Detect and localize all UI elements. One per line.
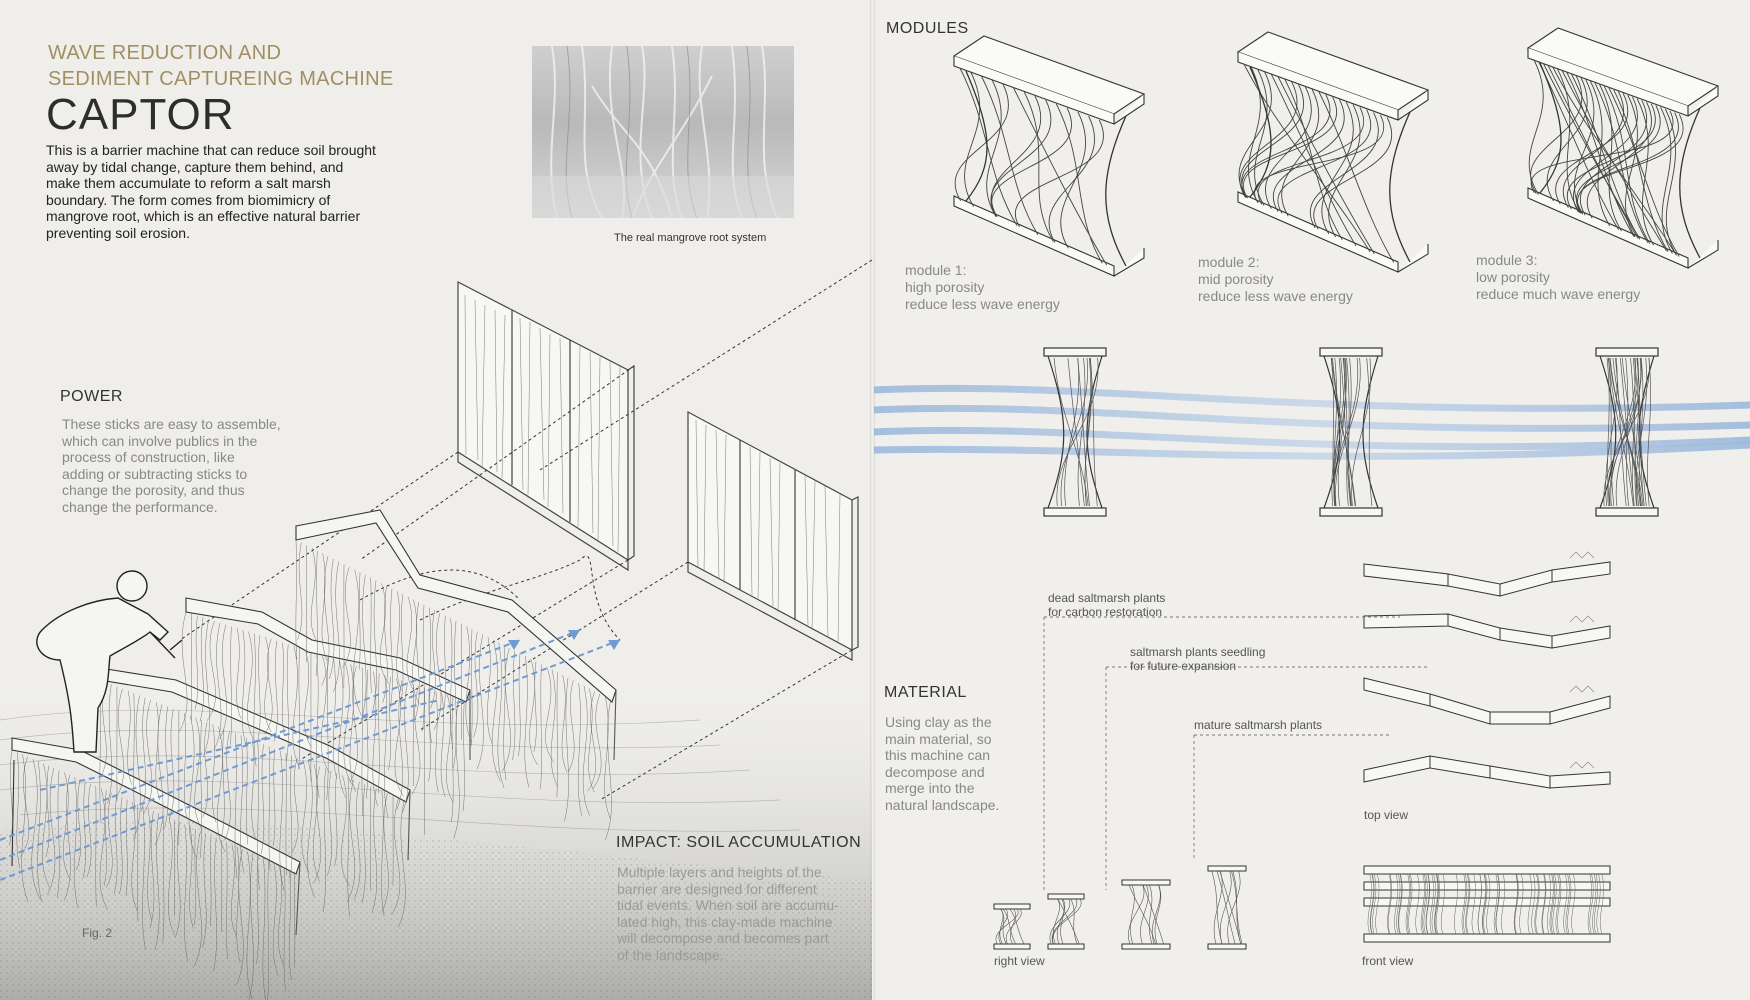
impact-text: Multiple layers and heights of the barri… <box>617 864 839 963</box>
material-text: Using clay as the main material, so this… <box>885 714 1000 813</box>
sand-ground <box>0 670 872 1000</box>
page-fold <box>870 0 875 1000</box>
power-heading: POWER <box>60 388 123 405</box>
front-view-label: front view <box>1362 954 1414 968</box>
power-text: These sticks are easy to assemble, which… <box>62 416 281 515</box>
right-view-module <box>1121 879 1171 950</box>
iso-module <box>952 35 1146 277</box>
plan-modules <box>1043 347 1659 517</box>
right-view-modules <box>993 865 1247 950</box>
plan-module <box>1595 347 1659 517</box>
material-heading: MATERIAL <box>884 684 967 701</box>
iso-module <box>1526 27 1720 269</box>
intro-paragraph: This is a barrier machine that can reduc… <box>46 142 376 241</box>
wave-bands <box>873 384 1750 460</box>
photo-caption: The real mangrove root system <box>614 232 767 244</box>
top-view-label: top view <box>1364 808 1409 822</box>
front-view <box>1363 865 1611 943</box>
modules-heading: MODULES <box>886 20 969 37</box>
plant-leader-lines <box>1043 616 1430 890</box>
ground-barrier-array <box>11 509 617 936</box>
top-view-strips <box>1363 551 1611 789</box>
seedling-label: saltmarsh plants seedling for future exp… <box>1130 645 1266 673</box>
right-view-label: right view <box>994 954 1045 968</box>
iso-module <box>1236 31 1430 273</box>
iso-modules <box>952 27 1720 277</box>
vertical-panel-large <box>457 281 635 572</box>
mangrove-photo <box>532 46 794 218</box>
plan-module <box>1043 347 1107 517</box>
flow-arrowheads <box>508 630 620 650</box>
module-3-label: module 3: low porosity reduce much wave … <box>1476 252 1641 302</box>
vertical-panel-small <box>687 410 859 662</box>
dead-plants-label: dead saltmarsh plants for carbon restora… <box>1048 591 1166 619</box>
plan-module <box>1319 347 1383 517</box>
worker-silhouette <box>36 570 183 753</box>
figure-label: Fig. 2 <box>82 926 113 940</box>
mature-plants-label: mature saltmarsh plants <box>1194 718 1323 732</box>
flow-arrows <box>0 629 621 881</box>
right-view-module <box>993 903 1031 950</box>
impact-heading: IMPACT: SOIL ACCUMULATION <box>616 834 862 851</box>
module-2-label: module 2: mid porosity reduce less wave … <box>1198 254 1353 304</box>
right-view-module <box>1047 893 1085 950</box>
barrier-sticks <box>8 539 612 1000</box>
page-title: CAPTOR <box>46 90 235 139</box>
right-view-module <box>1207 865 1247 950</box>
module-1-label: module 1: high porosity reduce less wave… <box>905 262 1060 312</box>
subtitle-kicker: WAVE REDUCTION AND SEDIMENT CAPTUREING M… <box>48 42 394 90</box>
